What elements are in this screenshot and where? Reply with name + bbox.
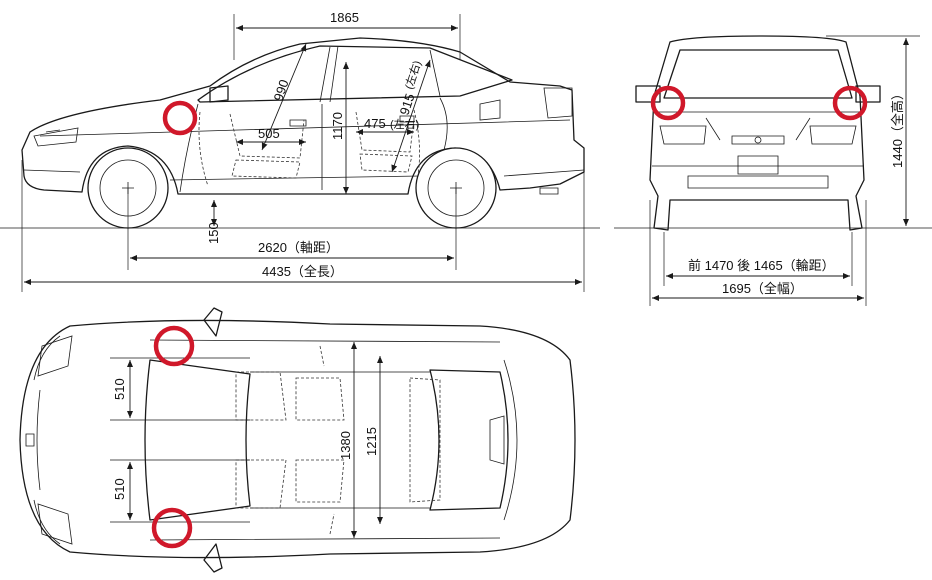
dim-915-label: 915	[397, 92, 418, 117]
dim-length-label: 4435（全長）	[262, 264, 343, 279]
dim-wheelbase-label: 2620（軸距）	[258, 240, 339, 255]
rear-view: 1440（全高） 前 1470 後 1465（輪距） 1695（全幅）	[614, 35, 932, 306]
dim-top-1215-label: 1215	[364, 427, 379, 456]
dim-top-1380-label: 1380	[338, 431, 353, 460]
highlight-circle-rear-right	[832, 85, 868, 121]
dim-1170-label: 1170	[330, 112, 345, 140]
highlight-circle-top-upper	[153, 325, 195, 367]
dim-475-side-label: (左右)	[390, 117, 419, 131]
highlight-circle-side	[162, 100, 198, 136]
dim-top-510-rear-label: 510	[112, 478, 127, 500]
top-view: 510 510 1380 1215	[19, 307, 576, 573]
dim-rear-height-label: 1440（全高）	[890, 87, 905, 168]
dim-150-label: 150	[206, 222, 221, 244]
dim-track-label: 前 1470 後 1465（輪距）	[688, 258, 835, 273]
dim-915-side-label: (左右)	[402, 59, 424, 91]
highlight-circle-top-lower	[151, 507, 193, 549]
dim-top-510-front-label: 510	[112, 378, 127, 400]
dim-990-label: 990	[271, 78, 292, 103]
dim-width-label: 1695（全幅）	[722, 281, 803, 296]
highlight-circle-rear-left	[650, 85, 686, 121]
dim-1865-label: 1865	[330, 10, 359, 25]
dim-505-label: 505	[258, 126, 280, 141]
dim-475-label: 475	[364, 116, 386, 131]
side-view: 1865 990 915 (左右) 505 475 (左右) 1170 150 …	[0, 10, 600, 292]
